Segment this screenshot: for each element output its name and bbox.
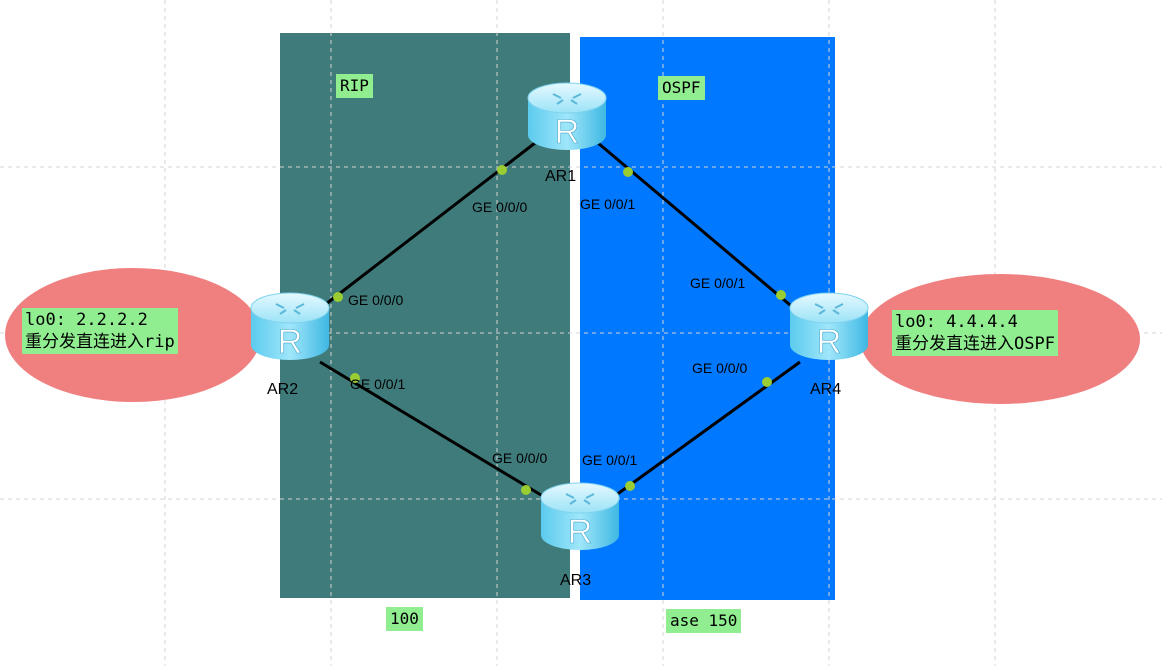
router-ar1-name: AR1 (545, 168, 577, 185)
port-dot-ar1-ge001 (623, 167, 633, 177)
router-ar2-icon[interactable]: R (250, 292, 330, 361)
router-ar2-name: AR2 (267, 381, 299, 398)
port-dot-ar3-ge001 (625, 481, 635, 491)
ar2-ge001-label: GE 0/0/1 (350, 376, 406, 392)
router-ar4-name: AR4 (810, 381, 842, 398)
svg-text:R: R (555, 113, 580, 151)
ar1-ge000-label: GE 0/0/0 (472, 199, 528, 215)
ar1-ge001-label: GE 0/0/1 (580, 196, 636, 212)
router-ar4-icon[interactable]: R (789, 292, 869, 361)
ar4-loopback-note: lo0: 4.4.4.4 重分发直连进入OSPF (892, 310, 1058, 356)
ar2-loopback-note: lo0: 2.2.2.2 重分发直连进入rip (22, 308, 178, 354)
ar3-ge001-label: GE 0/0/1 (582, 452, 638, 468)
port-dot-ar1-ge000 (497, 165, 507, 175)
ospf-zone-label: OSPF (658, 76, 705, 100)
port-dot-ar2-ge000 (333, 292, 343, 302)
router-ar3-name: AR3 (560, 572, 592, 589)
rip-zone-label: RIP (336, 74, 373, 98)
port-dot-ar4-ge000 (762, 377, 772, 387)
ospf-cost-label: ase 150 (666, 609, 742, 633)
ar4-redistribute-text: 重分发直连进入OSPF (895, 334, 1055, 354)
port-dot-ar3-ge000 (521, 485, 531, 495)
ar4-ge000-label: GE 0/0/0 (692, 360, 748, 376)
ar2-redistribute-text: 重分发直连进入rip (25, 332, 175, 352)
ar4-ge001-label: GE 0/0/1 (690, 275, 746, 291)
router-ar1-icon[interactable]: R (527, 82, 607, 151)
svg-text:R: R (568, 513, 593, 551)
svg-text:R: R (278, 323, 303, 361)
port-dot-ar2-ge001 (350, 373, 360, 383)
ar2-loopback-address: lo0: 2.2.2.2 (25, 310, 148, 330)
ar3-ge000-label: GE 0/0/0 (492, 450, 548, 466)
svg-text:R: R (817, 323, 842, 361)
ar4-loopback-address: lo0: 4.4.4.4 (895, 312, 1018, 332)
rip-cost-label: 100 (386, 607, 423, 631)
router-ar3-icon[interactable]: R (540, 482, 620, 551)
port-dot-ar4-ge001 (776, 290, 786, 300)
link-ar2-ar3 (319, 360, 547, 500)
ar2-ge000-label: GE 0/0/0 (348, 292, 404, 308)
